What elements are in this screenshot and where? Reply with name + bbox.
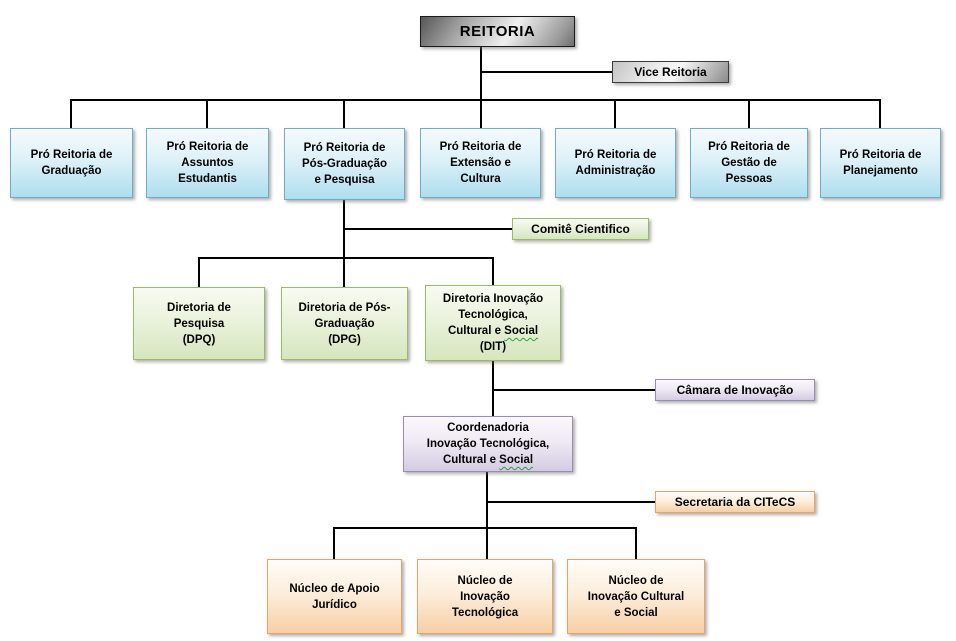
node-label: Pró Reitoria de Assuntos Estudantis — [166, 141, 249, 185]
node-pro-reitoria-assuntos-estudantis: Pró Reitoria de Assuntos Estudantis — [146, 128, 269, 198]
connector-line — [492, 389, 655, 391]
connector-line — [333, 527, 637, 529]
node-pro-reitoria-administracao: Pró Reitoria de Administração — [555, 128, 676, 198]
node-label: REITORIA — [459, 22, 536, 40]
connector-line — [480, 47, 482, 128]
connector-line — [198, 257, 494, 259]
spellcheck-underlined-word: Social — [499, 454, 534, 466]
node-secretaria-citecs: Secretaria da CITeCS — [655, 491, 815, 513]
connector-line — [343, 100, 345, 128]
node-label: Diretoria de Pesquisa (DPQ) — [167, 301, 231, 346]
connector-line — [879, 100, 881, 128]
node-label: Vice Reitoria — [634, 65, 707, 79]
node-diretoria-inovacao: Diretoria Inovação Tecnológica, Cultural… — [425, 285, 561, 361]
spellcheck-underlined-word: Social — [504, 325, 539, 337]
node-label: Pró Reitoria de Gestão de Pessoas — [708, 141, 790, 185]
connector-line — [343, 199, 345, 287]
node-comite-cientifico: Comitê Cientifico — [512, 218, 649, 240]
node-nucleo-inovacao-tecnologica: Núcleo de Inovação Tecnológica — [417, 559, 553, 634]
node-pro-reitoria-pos-graduacao-pesquisa: Pró Reitoria de Pós-Graduação e Pesquisa — [284, 128, 405, 200]
node-pro-reitoria-extensao-cultura: Pró Reitoria de Extensão e Cultura — [420, 128, 541, 198]
connector-line — [635, 528, 637, 559]
node-label: Pró Reitoria de Extensão e Cultura — [439, 141, 522, 185]
connector-line — [70, 99, 881, 101]
connector-line — [481, 71, 612, 73]
node-pro-reitoria-planejamento: Pró Reitoria de Planejamento — [820, 128, 941, 198]
connector-line — [486, 501, 655, 503]
node-label: Diretoria de Pós- Graduação (DPG) — [298, 301, 391, 346]
connector-line — [492, 360, 494, 416]
connector-line — [614, 100, 616, 128]
node-pro-reitoria-graduacao: Pró Reitoria de Graduação — [10, 128, 133, 198]
node-label: Pró Reitoria de Administração — [574, 149, 657, 177]
node-coordenadoria-inovacao: Coordenadoria Inovação Tecnológica, Cult… — [403, 416, 573, 472]
node-label: Secretaria da CITeCS — [674, 495, 796, 509]
node-label: Núcleo de Inovação Tecnológica — [451, 574, 519, 619]
node-label: Núcleo de Apoio Jurídico — [289, 582, 380, 611]
connector-line — [748, 100, 750, 128]
node-label: Coordenadoria Inovação Tecnológica, Cult… — [426, 422, 550, 466]
node-reitoria: REITORIA — [420, 16, 575, 47]
node-camara-inovacao: Câmara de Inovação — [655, 379, 815, 401]
connector-line — [70, 100, 72, 128]
connector-line — [343, 228, 512, 230]
node-diretoria-pesquisa: Diretoria de Pesquisa (DPQ) — [133, 287, 265, 360]
node-label: Comitê Cientifico — [531, 222, 630, 236]
node-pro-reitoria-gestao-pessoas: Pró Reitoria de Gestão de Pessoas — [690, 128, 808, 198]
connector-line — [198, 258, 200, 287]
connector-line — [486, 471, 488, 559]
node-label: Câmara de Inovação — [676, 383, 794, 397]
node-label: Pró Reitoria de Pós-Graduação e Pesquisa — [302, 142, 387, 186]
connector-line — [206, 100, 208, 128]
node-nucleo-inovacao-cultural-social: Núcleo de Inovação Cultural e Social — [567, 559, 705, 634]
node-label: Núcleo de Inovação Cultural e Social — [587, 574, 685, 619]
connector-line — [333, 528, 335, 559]
node-nucleo-apoio-juridico: Núcleo de Apoio Jurídico — [267, 559, 402, 634]
node-label: Pró Reitoria de Planejamento — [839, 149, 922, 177]
node-vice-reitoria: Vice Reitoria — [612, 61, 729, 83]
node-label: Diretoria Inovação Tecnológica, Cultural… — [442, 293, 544, 353]
node-diretoria-pos-graduacao: Diretoria de Pós- Graduação (DPG) — [281, 287, 408, 360]
node-label: Pró Reitoria de Graduação — [30, 149, 113, 177]
connector-line — [492, 258, 494, 287]
